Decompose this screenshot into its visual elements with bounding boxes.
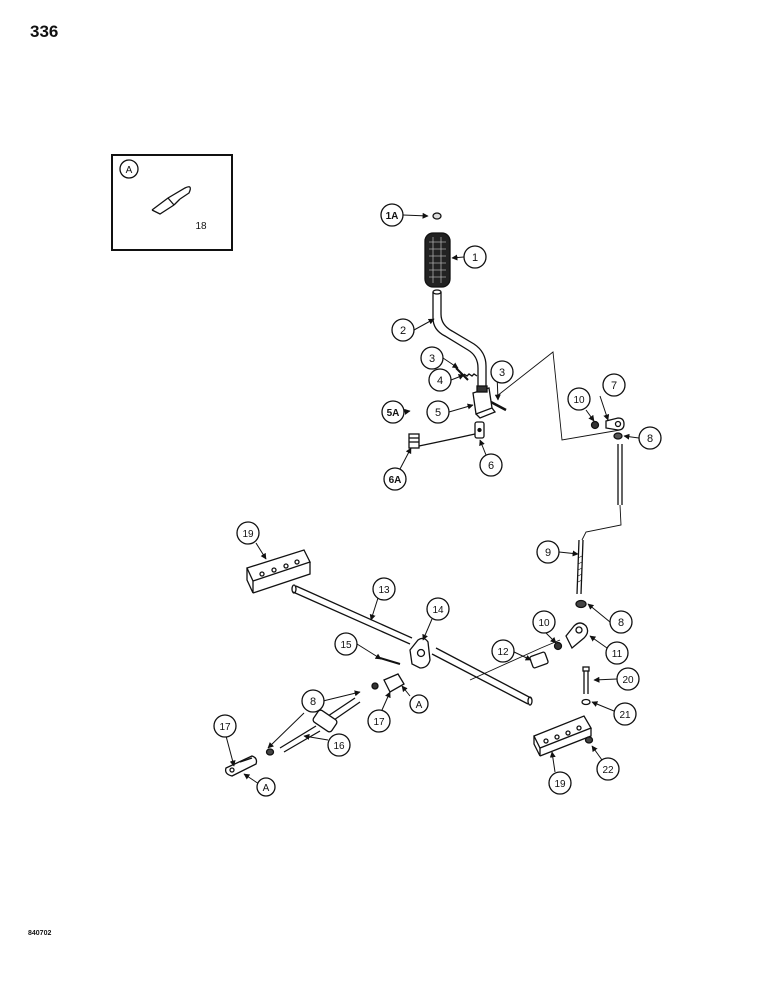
- callout-11: 11: [605, 641, 629, 665]
- inset-box: A 18: [111, 154, 233, 251]
- callout-7: 7: [602, 373, 626, 397]
- callout-8-upper: 8: [638, 426, 662, 450]
- svg-text:1A: 1A: [386, 211, 399, 222]
- svg-text:19: 19: [242, 529, 254, 540]
- callout-5a: 5A: [381, 400, 405, 424]
- svg-text:17: 17: [373, 717, 385, 728]
- callout-9: 9: [536, 540, 560, 564]
- svg-text:6A: 6A: [389, 475, 402, 486]
- mounting-plate-upper: [246, 549, 311, 594]
- clevis-upper: [371, 673, 405, 693]
- inset-label: A: [126, 165, 133, 176]
- parts-artwork: [224, 212, 625, 777]
- svg-text:3: 3: [499, 367, 505, 379]
- nut: [584, 736, 594, 744]
- bolt: [582, 666, 590, 694]
- callout-1a: 1A: [380, 203, 404, 227]
- svg-text:10: 10: [573, 395, 585, 406]
- svg-text:A: A: [416, 700, 423, 711]
- inset-part-number: 18: [195, 221, 207, 232]
- washer: [581, 698, 591, 706]
- grease-fitting: [408, 433, 476, 449]
- callout-a-lower: A: [256, 777, 276, 797]
- callout-10-lower: 10: [532, 610, 556, 634]
- callout-14: 14: [426, 597, 450, 621]
- lever-block: [472, 385, 497, 419]
- callout-8-middle: 8: [609, 610, 633, 634]
- pin-left: [455, 367, 469, 381]
- callout-13: 13: [372, 577, 396, 601]
- svg-text:9: 9: [545, 547, 551, 559]
- callout-6: 6: [479, 453, 503, 477]
- svg-text:22: 22: [602, 765, 614, 776]
- bell-crank: [409, 637, 431, 669]
- svg-text:15: 15: [340, 640, 352, 651]
- pivot-pin: [474, 421, 485, 439]
- spacer: [529, 651, 549, 669]
- svg-text:3: 3: [429, 353, 435, 365]
- svg-text:4: 4: [437, 375, 443, 387]
- callout-20: 20: [616, 667, 640, 691]
- callout-3-right: 3: [490, 360, 514, 384]
- callout-17-upper: 17: [367, 709, 391, 733]
- svg-text:13: 13: [378, 585, 390, 596]
- callout-3-left: 3: [420, 346, 444, 370]
- clevis-pin: [379, 657, 401, 665]
- callouts: 1A 1 2 3 4 3 5A 5 6 6A 7 10 8 9 19 13 14…: [213, 203, 662, 797]
- pin-right: [488, 399, 507, 412]
- adjusting-rod: [265, 697, 361, 756]
- callout-22: 22: [596, 757, 620, 781]
- svg-text:6: 6: [488, 460, 494, 472]
- svg-text:19: 19: [554, 779, 566, 790]
- spring: [463, 373, 478, 377]
- svg-text:20: 20: [622, 675, 634, 686]
- callout-8-lower: 8: [301, 689, 325, 713]
- svg-text:21: 21: [619, 710, 631, 721]
- svg-text:1: 1: [472, 252, 478, 264]
- svg-text:14: 14: [432, 605, 444, 616]
- callout-12: 12: [491, 639, 515, 663]
- callout-19-lower: 19: [548, 771, 572, 795]
- rod-end-upper: [590, 417, 625, 440]
- clip-pin-icon: [151, 186, 191, 215]
- callout-4: 4: [428, 368, 452, 392]
- callout-1: 1: [463, 245, 487, 269]
- callout-17-lower: 17: [213, 714, 237, 738]
- footer-code: 840702: [28, 930, 52, 937]
- nut-lower: [575, 599, 587, 609]
- callout-6a: 6A: [383, 467, 407, 491]
- leader-line: [496, 351, 621, 441]
- svg-text:2: 2: [400, 325, 406, 337]
- svg-text:5A: 5A: [387, 408, 400, 419]
- svg-text:8: 8: [310, 696, 316, 708]
- svg-text:17: 17: [219, 722, 231, 733]
- clevis-lower: [224, 755, 258, 777]
- page-number: 336: [30, 22, 59, 41]
- svg-text:12: 12: [497, 647, 509, 658]
- mounting-plate-lower: [533, 715, 592, 757]
- knob-cap: [432, 212, 442, 220]
- rod-end-lower: [553, 622, 589, 651]
- callout-21: 21: [613, 702, 637, 726]
- svg-text:16: 16: [333, 741, 345, 752]
- callout-15: 15: [334, 632, 358, 656]
- control-rod: [576, 444, 623, 595]
- callout-leaders: [225, 212, 640, 785]
- callout-16: 16: [327, 733, 351, 757]
- callout-19-upper: 19: [236, 521, 260, 545]
- svg-text:8: 8: [647, 433, 653, 445]
- svg-text:A: A: [263, 783, 270, 794]
- callout-10-upper: 10: [567, 387, 591, 411]
- callout-a-upper: A: [409, 694, 429, 714]
- callout-5: 5: [426, 400, 450, 424]
- svg-text:10: 10: [538, 618, 550, 629]
- svg-text:11: 11: [612, 649, 623, 660]
- lever-grip: [424, 232, 451, 288]
- svg-text:8: 8: [618, 617, 624, 629]
- svg-text:5: 5: [435, 407, 441, 419]
- callout-2: 2: [391, 318, 415, 342]
- svg-text:7: 7: [611, 380, 617, 392]
